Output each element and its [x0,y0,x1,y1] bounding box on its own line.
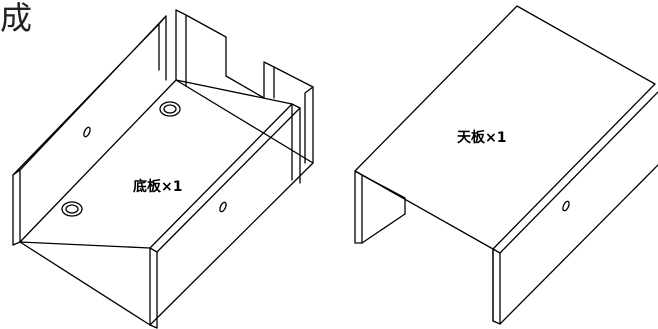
bottom-plate-standoff [61,201,83,217]
top-plate-drawing [355,6,658,324]
bottom-plate-back-flange [176,10,313,163]
bottom-plate-label: 底板×1 [133,179,183,195]
top-plate-front-flange [493,249,500,324]
bottom-plate-base [20,80,313,325]
top-plate-surface [355,6,655,249]
bottom-plate-drawing [13,10,313,328]
bottom-plate-side-hole [219,201,227,213]
bottom-plate-standoff [159,101,181,117]
bottom-plate-side-hole [83,126,91,138]
bottom-plate-left-flange [13,16,166,175]
top-plate-left-flange [355,171,362,243]
top-plate-side-hole [562,200,570,212]
top-plate-label: 天板×1 [457,130,507,146]
page-heading: 成 [0,0,33,37]
